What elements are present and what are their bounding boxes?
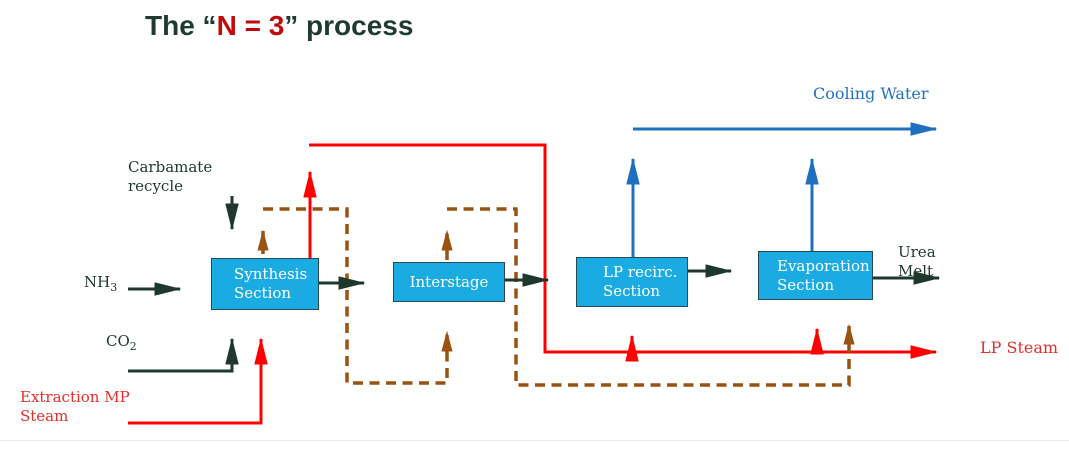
evaporation-section-box: Evaporation Section [758,251,873,300]
box-label-line: Section [234,284,292,302]
cooling-water-label: Cooling Water [813,84,929,103]
nh3-label: NH3 [84,273,117,297]
label-line: Steam [20,407,69,425]
urea-melt-label: Urea Melt [898,243,936,281]
label-line: Extraction MP [20,388,130,406]
box-label-line: LP recirc. [603,263,678,281]
lp-recirc-section-box: LP recirc. Section [576,257,688,307]
label-line: Carbamate [128,158,213,176]
lp-steam-label: LP Steam [980,338,1059,357]
title-suffix: ” process [284,10,414,41]
label-line: recycle [128,177,183,195]
co2-label: CO2 [106,332,137,356]
formula-subscript: 2 [129,340,137,353]
formula-subscript: 3 [110,281,118,294]
title-prefix: The “ [145,10,217,41]
interstage-box: Interstage [393,262,505,302]
box-label-line: Section [603,282,661,300]
label-line: Melt [898,262,934,280]
slide-bottom-rule [0,440,1069,441]
page-title: The “N = 3” process [145,10,413,42]
box-label-line: Evaporation [777,256,870,275]
formula-base: NH [84,273,111,291]
box-label-line: Synthesis [234,265,308,283]
box-label-line: Section [777,275,835,294]
label-line: Urea [898,243,936,261]
synthesis-section-box: Synthesis Section [211,258,319,310]
formula-base: CO [106,332,130,350]
title-highlight: N = 3 [216,10,285,41]
lp-steam-header-line [309,143,938,359]
carbamate-recycle-label: Carbamate recycle [128,158,212,196]
extraction-mp-steam-line [128,337,268,425]
co2-feed-line [128,337,239,373]
box-label-line: Interstage [409,272,489,291]
extraction-mp-steam-label: Extraction MP Steam [20,388,130,426]
